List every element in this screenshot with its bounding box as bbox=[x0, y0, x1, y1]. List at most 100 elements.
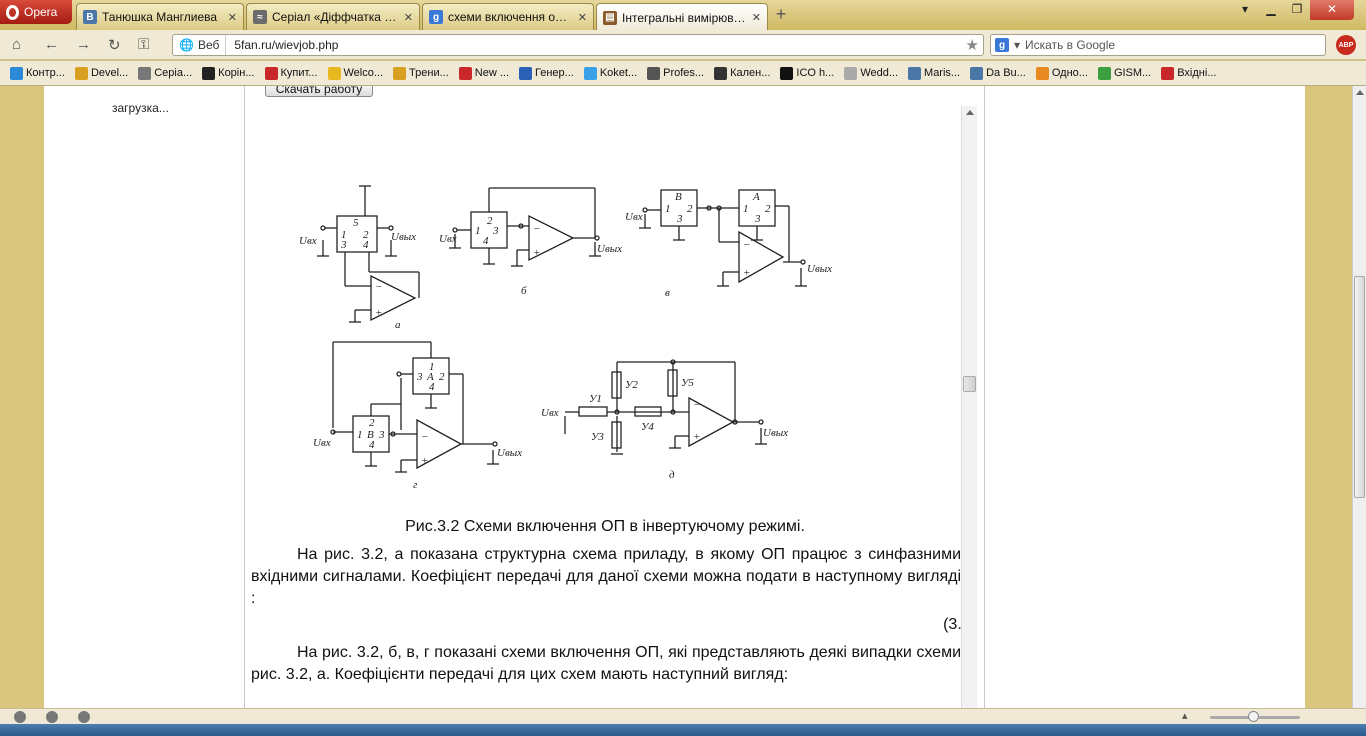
bookmark-favicon-icon bbox=[10, 66, 23, 80]
bookmark-item[interactable]: ICO h... bbox=[780, 66, 835, 80]
bookmark-favicon-icon bbox=[327, 66, 341, 80]
adblock-icon[interactable]: ABP bbox=[1336, 35, 1356, 55]
scroll-thumb[interactable] bbox=[1354, 276, 1365, 498]
scroll-thumb[interactable] bbox=[963, 376, 976, 392]
inner-scrollbar[interactable] bbox=[961, 106, 977, 708]
label-d: д bbox=[669, 469, 675, 481]
speed-dial-icon[interactable] bbox=[78, 711, 90, 723]
bookmark-favicon-icon bbox=[393, 66, 407, 80]
bookmark-favicon-icon bbox=[970, 66, 984, 80]
label-y4: У4 bbox=[641, 421, 654, 433]
bookmark-favicon-icon bbox=[74, 66, 88, 80]
svg-text:+: + bbox=[375, 307, 382, 319]
svg-text:+: + bbox=[421, 455, 428, 467]
bookmark-item[interactable]: Серіа... bbox=[138, 66, 192, 80]
os-taskbar bbox=[0, 724, 1366, 736]
close-icon[interactable]: ✕ bbox=[403, 11, 413, 24]
close-icon[interactable]: ✕ bbox=[577, 11, 587, 24]
adblock-label: ABP bbox=[1338, 41, 1354, 49]
search-box[interactable]: g ▾ Искать в Google bbox=[990, 34, 1326, 56]
svg-text:1: 1 bbox=[665, 203, 671, 215]
key-icon[interactable]: ⚿ bbox=[138, 36, 150, 53]
bookmark-item[interactable]: Корін... bbox=[202, 66, 255, 80]
svg-text:3: 3 bbox=[754, 213, 761, 225]
tab-2[interactable]: ≈ Серіал «Діффчатка | Д... ✕ bbox=[246, 3, 420, 30]
status-bar: ▴ bbox=[0, 708, 1366, 724]
bookmark-item[interactable]: Одно... bbox=[1035, 66, 1088, 80]
tab-3[interactable]: g схеми включення оп -... ✕ bbox=[422, 3, 594, 30]
new-tab-button[interactable]: + bbox=[775, 4, 787, 24]
reload-icon[interactable]: ↻ bbox=[108, 37, 121, 54]
opera-logo-icon bbox=[6, 4, 19, 20]
opera-menu-button[interactable]: Opera bbox=[0, 0, 72, 24]
label-block-b: В bbox=[367, 429, 374, 441]
scroll-up-icon[interactable] bbox=[1356, 90, 1364, 95]
svg-text:1: 1 bbox=[475, 225, 481, 237]
tab-list-icon[interactable]: ▾ bbox=[1241, 2, 1249, 16]
bookmark-label: Купит... bbox=[280, 67, 318, 79]
svg-text:2: 2 bbox=[487, 215, 493, 227]
bookmark-label: New ... bbox=[474, 67, 509, 79]
bookmark-favicon-icon bbox=[138, 66, 152, 80]
sidebar-loading-text: загрузка... bbox=[112, 101, 169, 115]
bookmark-item[interactable]: Profes... bbox=[647, 66, 704, 80]
url-text[interactable]: 5fan.ru/wievjob.php bbox=[234, 38, 339, 52]
address-bar[interactable]: 🌐 Веб 5fan.ru/wievjob.php ★ bbox=[172, 34, 984, 56]
back-icon[interactable]: ← bbox=[44, 36, 59, 53]
cloud-icon[interactable] bbox=[46, 711, 58, 723]
forward-icon[interactable]: → bbox=[76, 36, 91, 53]
bookmark-item[interactable]: Кален... bbox=[714, 66, 770, 80]
window-close-icon[interactable]: ✕ bbox=[1310, 0, 1354, 20]
home-icon[interactable]: ⌂ bbox=[12, 36, 22, 53]
maximize-icon[interactable]: ❐ bbox=[1291, 2, 1303, 16]
bookmark-item[interactable]: Devel... bbox=[74, 66, 128, 80]
label-v: в bbox=[665, 287, 670, 299]
label-u-out: Uвых bbox=[497, 447, 522, 459]
bookmark-item[interactable]: Контр... bbox=[10, 66, 65, 80]
bookmark-label: GISM... bbox=[1113, 67, 1152, 79]
web-badge[interactable]: 🌐 Веб bbox=[173, 35, 227, 55]
bookmark-favicon-icon bbox=[908, 66, 922, 80]
bookmark-item[interactable]: Welco... bbox=[327, 66, 384, 80]
bookmark-item[interactable]: Koket... bbox=[583, 66, 637, 80]
search-placeholder: Искать в Google bbox=[1025, 38, 1116, 52]
bookmark-label: ICO h... bbox=[796, 67, 835, 79]
bookmark-item[interactable]: Wedd... bbox=[844, 66, 898, 80]
zoom-slider-knob[interactable] bbox=[1248, 711, 1259, 722]
bookmark-item[interactable]: Генер... bbox=[519, 66, 574, 80]
chevron-down-icon[interactable]: ▾ bbox=[1014, 38, 1021, 52]
panel-toggle-icon[interactable] bbox=[14, 711, 26, 723]
bookmark-label: Welco... bbox=[343, 67, 384, 79]
bookmark-item[interactable]: New ... bbox=[458, 66, 509, 80]
star-icon[interactable]: ★ bbox=[965, 37, 979, 54]
bookmark-item[interactable]: Da Bu... bbox=[970, 66, 1026, 80]
bookmark-favicon-icon bbox=[1035, 66, 1049, 80]
bookmark-item[interactable]: Maris... bbox=[908, 66, 960, 80]
bookmark-item[interactable]: Вхідні... bbox=[1161, 66, 1216, 80]
bookmark-favicon-icon bbox=[264, 66, 278, 80]
label-block-a: А bbox=[426, 371, 434, 383]
scroll-up-icon[interactable] bbox=[966, 110, 974, 115]
label-u-in: Uвх bbox=[299, 235, 317, 247]
bookmark-item[interactable]: Трени... bbox=[393, 66, 449, 80]
page-scrollbar[interactable] bbox=[1352, 86, 1366, 708]
bookmark-favicon-icon bbox=[583, 66, 597, 80]
close-icon[interactable]: ✕ bbox=[227, 11, 237, 24]
close-icon[interactable]: ✕ bbox=[751, 12, 761, 24]
tab-label: схеми включення оп -... bbox=[448, 10, 573, 24]
bookmark-item[interactable]: Купит... bbox=[264, 66, 318, 80]
tab-1[interactable]: В Танюшка Манглиева ✕ bbox=[76, 3, 244, 30]
bookmark-item[interactable]: GISM... bbox=[1097, 66, 1152, 80]
zoom-out-icon[interactable]: ▴ bbox=[1182, 710, 1188, 722]
tab-4[interactable]: ▤ Інтегральні вимірюва... ✕ bbox=[596, 3, 768, 31]
circuit-d: −+ У1 У2 У3 У4 У5 Uвх Uвых д bbox=[541, 359, 788, 481]
download-work-button[interactable]: Скачать работу bbox=[265, 86, 373, 97]
tab-label: Інтегральні вимірюва... bbox=[622, 10, 747, 25]
svg-text:2: 2 bbox=[363, 229, 369, 241]
minimize-icon[interactable]: ▁ bbox=[1266, 2, 1276, 16]
